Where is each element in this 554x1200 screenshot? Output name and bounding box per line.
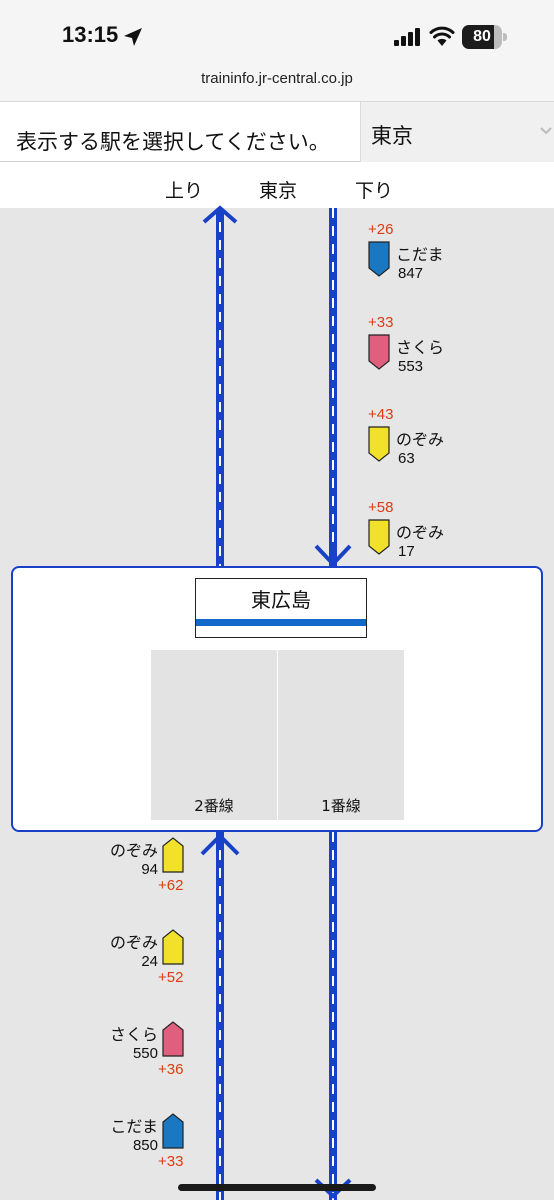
- train-number: 94: [141, 861, 158, 878]
- platform-2: 2番線: [151, 650, 277, 820]
- battery-icon: 80: [462, 25, 508, 49]
- battery-fill: [462, 25, 494, 49]
- address-bar[interactable]: traininfo.jr-central.co.jp: [0, 64, 554, 102]
- direction-down-label: 下り: [355, 180, 394, 202]
- train-number: 850: [132, 1137, 158, 1154]
- direction-station-label: 東京: [259, 180, 298, 202]
- train-up-icon: [162, 929, 184, 965]
- train-up-icon: [162, 1113, 184, 1149]
- battery-body: 80: [462, 25, 502, 49]
- clock: 13:15: [62, 22, 119, 47]
- train-name: のぞみ: [109, 841, 158, 860]
- station-select[interactable]: 東京: [360, 102, 554, 162]
- train-name: さくら: [396, 338, 445, 357]
- train-number: 550: [132, 1045, 158, 1062]
- train-number: 553: [398, 358, 424, 375]
- train-up-icon: [162, 1021, 184, 1057]
- train-down-icon: [368, 519, 390, 555]
- wifi-icon: [429, 26, 455, 46]
- station-select-value: 東京: [371, 124, 413, 148]
- station-select-prompt: 表示する駅を選択してください。: [16, 130, 330, 154]
- train-down-icon: [368, 241, 390, 277]
- station-line-stripe: [196, 619, 366, 626]
- train-delay: +58: [368, 499, 394, 516]
- direction-up-label: 上り: [165, 180, 204, 202]
- train-number: 24: [141, 953, 158, 970]
- battery-level: 80: [473, 28, 491, 45]
- station-box: 東広島 2番線 1番線: [11, 566, 543, 832]
- station-name-board: 東広島: [195, 578, 367, 638]
- cellular-signal-icon: [394, 28, 420, 46]
- train-name: こだま: [396, 245, 444, 264]
- status-bar: 13:15 80: [0, 0, 554, 64]
- train-delay: +52: [158, 969, 184, 986]
- url-text: traininfo.jr-central.co.jp: [201, 70, 353, 87]
- train-delay: +26: [368, 221, 394, 238]
- train-delay: +33: [158, 1153, 184, 1170]
- train-name: のぞみ: [396, 523, 445, 542]
- train-name: のぞみ: [396, 430, 445, 449]
- train-number: 63: [398, 450, 415, 467]
- train-down-icon: [368, 334, 390, 370]
- train-delay: +33: [368, 314, 394, 331]
- station-name: 東広島: [251, 588, 311, 612]
- train-delay: +36: [158, 1061, 184, 1078]
- train-delay: +43: [368, 406, 394, 423]
- platform-label: 1番線: [321, 797, 361, 815]
- battery-cap: [503, 33, 507, 41]
- train-name: さくら: [109, 1025, 158, 1044]
- platform-1: 1番線: [278, 650, 404, 820]
- home-indicator[interactable]: [178, 1184, 376, 1191]
- train-name: こだま: [110, 1117, 158, 1136]
- train-name: のぞみ: [109, 933, 158, 952]
- location-arrow-icon: [124, 28, 142, 46]
- direction-header: 上り 東京 下り: [0, 162, 554, 208]
- train-down-icon: [368, 426, 390, 462]
- train-number: 847: [398, 265, 424, 282]
- station-select-row: 表示する駅を選択してください。 東京: [0, 102, 554, 162]
- train-delay: +62: [158, 877, 184, 894]
- platform-label: 2番線: [194, 797, 234, 815]
- chevron-down-icon: [540, 127, 552, 135]
- train-number: 17: [398, 543, 415, 560]
- train-up-icon: [162, 837, 184, 873]
